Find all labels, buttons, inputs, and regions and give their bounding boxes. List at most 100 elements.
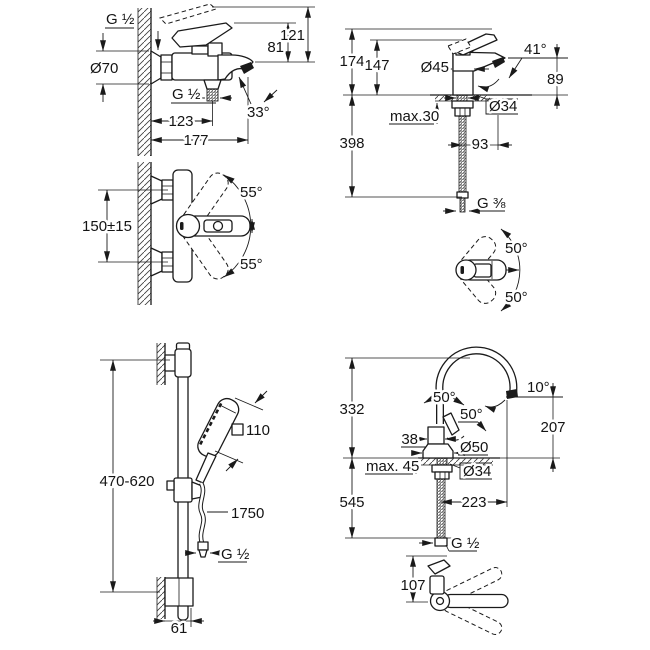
- label-outlet-angle: 10°: [527, 379, 550, 396]
- handle-top-view: [455, 259, 507, 281]
- kitchen-spout-swivel-view: 107: [398, 555, 509, 635]
- dim-thread: [185, 550, 247, 563]
- label-height-total: 545: [339, 494, 364, 511]
- dim-depth-total: [150, 77, 249, 144]
- basin-handle-swivel-view: 50° 50°: [455, 228, 530, 312]
- label-hole-diameter: Ø34: [463, 463, 491, 480]
- spout: [435, 346, 518, 424]
- label-body-diameter: Ø45: [421, 59, 449, 76]
- lower-wall-section: [156, 577, 166, 619]
- wall-section: [137, 162, 152, 305]
- mounting-hardware: [431, 457, 453, 547]
- label-head-size: 110: [246, 422, 270, 439]
- label-thread-bottom: G ½: [172, 86, 201, 103]
- label-flange-diameter: Ø70: [90, 60, 118, 77]
- label-hose-length: 1750: [231, 505, 264, 522]
- label-deck-thickness: max.30: [390, 108, 439, 125]
- label-height-total: 174: [339, 53, 364, 70]
- wall-section: [137, 8, 152, 156]
- label-height-total: 121: [280, 27, 305, 44]
- threaded-rod: [436, 478, 446, 539]
- aerator: [492, 57, 505, 68]
- dim-offset: [448, 115, 512, 150]
- dim-height-body: [234, 22, 296, 63]
- dim-hole-diameter: [449, 462, 492, 480]
- label-rail-height: 470-620: [99, 473, 154, 490]
- label-spout-reach: 223: [461, 494, 486, 511]
- shower-hose: [197, 481, 209, 558]
- label-height-body: 147: [364, 57, 389, 74]
- shower-rail-set-view: 470-620 110 1750 G ½ 61: [97, 342, 272, 640]
- dim-swivel-offset: [406, 555, 447, 603]
- shower-handle: [195, 452, 217, 484]
- spout-arm: [443, 593, 509, 609]
- aerator: [506, 389, 518, 399]
- hand-shower: [195, 397, 240, 484]
- dim-handle-angle-left: [423, 395, 465, 406]
- dim-deck-thickness: [389, 102, 440, 125]
- label-handle-angle-left: 50°: [433, 389, 456, 406]
- dim-thread: [419, 540, 477, 552]
- label-spout-angle: 41°: [524, 41, 547, 58]
- label-depth-total: 177: [183, 132, 208, 149]
- label-height-body: 81: [267, 39, 284, 56]
- mixer-body: [150, 42, 254, 126]
- handle-top-view: [175, 172, 251, 280]
- square-dimension-icon: [231, 423, 244, 436]
- dim-height-body: [370, 39, 462, 96]
- dim-body-diameter: [401, 436, 456, 448]
- lever-raised-position: [159, 3, 218, 25]
- label-hole-diameter: Ø34: [489, 98, 517, 115]
- lever-top-view: [427, 559, 451, 575]
- dim-flange-diameter: [96, 33, 149, 102]
- label-base-diameter: Ø50: [460, 439, 488, 456]
- dim-handle-swivel: [223, 174, 255, 278]
- dim-hole-diameter: [444, 95, 518, 115]
- label-thread: G ⅜: [477, 195, 506, 212]
- label-swivel-down: 50°: [505, 289, 528, 306]
- dim-handle-angle-right: [458, 420, 487, 432]
- label-body-diameter: 38: [401, 431, 418, 448]
- upper-wall-section: [156, 343, 166, 385]
- lever-handle: [447, 33, 498, 56]
- dim-spout-reach: [440, 400, 508, 507]
- label-swivel-offset: 107: [400, 577, 425, 594]
- label-handle-angle-down: 55°: [240, 256, 263, 273]
- dim-thread-top: [105, 27, 161, 51]
- label-deck-thickness: max. 45: [366, 458, 419, 475]
- bath-mixer-front-view: G ½ Ø70 121 81 G ½ 33° 123 177: [88, 3, 315, 156]
- dim-head-size: [214, 390, 268, 472]
- label-swivel-up: 50°: [505, 240, 528, 257]
- basin-mixer-front-view: 174 147 Ø45 41° 89 max.30 Ø34 398 93 G ⅜: [337, 28, 568, 215]
- dim-connection-distance: [98, 189, 168, 263]
- label-handle-angle-up: 55°: [240, 184, 263, 201]
- label-outlet-offset: 123: [168, 113, 193, 130]
- label-offset: 93: [472, 136, 489, 153]
- dim-spout-angle: [238, 76, 278, 105]
- bath-mixer-side-view: 55° 55° 150±15: [80, 162, 265, 305]
- mixer-body: [422, 426, 454, 459]
- mounting-hardware: [451, 94, 474, 213]
- dim-bracket-depth: [153, 608, 204, 627]
- rail-slider-holder: [166, 477, 203, 503]
- lower-bracket: [164, 577, 194, 607]
- label-thread: G ½: [451, 535, 480, 552]
- dim-base-diameter: [411, 450, 488, 456]
- dim-height-total: [345, 457, 460, 539]
- label-handle-angle-right: 50°: [460, 406, 483, 423]
- bottom-outlet: [203, 79, 222, 90]
- spout: [452, 51, 506, 72]
- dim-outlet-angle: [484, 396, 563, 413]
- lever-handle: [159, 3, 233, 48]
- label-spout-height: 89: [547, 71, 564, 88]
- label-thread-top: G ½: [106, 11, 135, 28]
- dim-deck-thickness: [365, 459, 419, 475]
- label-rod-length: 398: [339, 135, 364, 152]
- dim-thread-bottom: [171, 95, 232, 104]
- kitchen-mixer-front-view: 332 50° 50° 10° 207 38 Ø50 max. 45 Ø34 5…: [337, 346, 568, 555]
- label-spout-height: 332: [339, 401, 364, 418]
- dim-rail-height: [100, 359, 170, 593]
- hose-connector: [197, 541, 209, 551]
- dim-swivel-arc: [500, 228, 521, 312]
